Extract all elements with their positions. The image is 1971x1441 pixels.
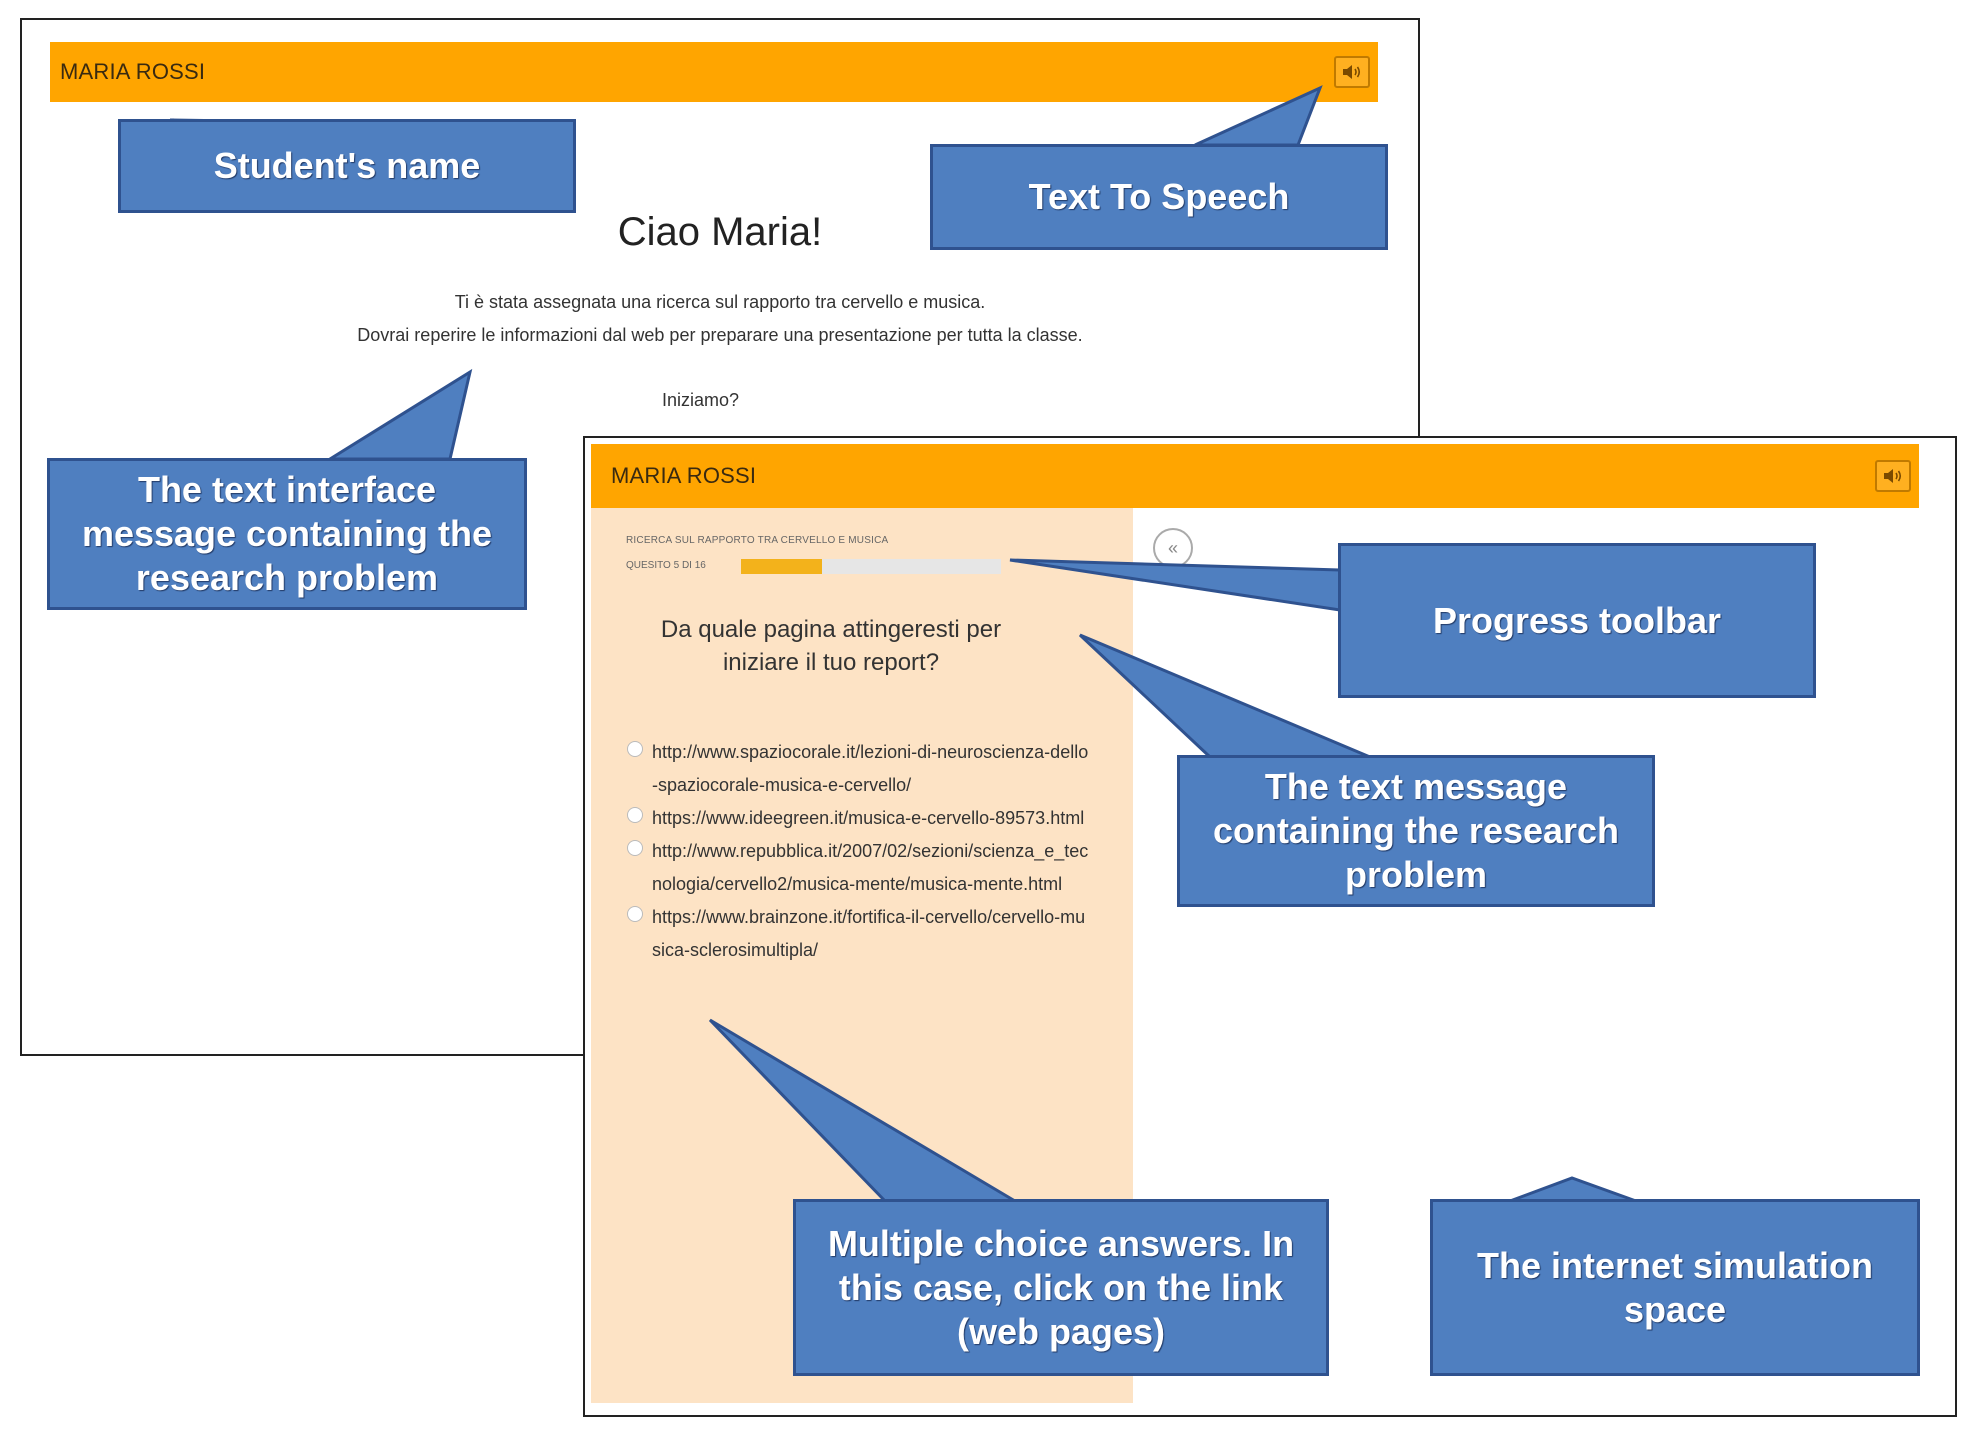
radio-button[interactable]: [627, 906, 643, 922]
callout-internet-simulation: The internet simulation space: [1430, 1199, 1920, 1376]
callout-text-to-speech: Text To Speech: [930, 144, 1388, 250]
text-to-speech-button[interactable]: [1334, 56, 1370, 88]
callout-text-interface-message: The text interface message containing th…: [47, 458, 527, 610]
callout-student-name: Student's name: [118, 119, 576, 213]
speaker-icon: [1343, 65, 1361, 79]
progress-fill: [741, 559, 823, 574]
intro-text-line: Ti è stata assegnata una ricerca sul rap…: [454, 292, 986, 312]
greeting-heading: Ciao Maria!: [617, 210, 823, 254]
answer-option[interactable]: https://www.ideegreen.it/musica-e-cervel…: [627, 802, 1097, 835]
intro-text-line: Dovrai reperire le informazioni dal web …: [357, 325, 1083, 345]
answer-link[interactable]: https://www.brainzone.it/fortifica-il-ce…: [652, 907, 1086, 960]
answer-option[interactable]: http://www.repubblica.it/2007/02/sezioni…: [627, 835, 1097, 901]
student-name: MARIA ROSSI: [611, 463, 757, 488]
answer-option[interactable]: https://www.brainzone.it/fortifica-il-ce…: [627, 901, 1097, 967]
answer-link[interactable]: http://www.repubblica.it/2007/02/sezioni…: [652, 841, 1089, 894]
text-to-speech-button[interactable]: [1875, 460, 1911, 492]
callout-pointer: [324, 368, 473, 461]
research-title: RICERCA SUL RAPPORTO TRA CERVELLO E MUSI…: [626, 535, 889, 546]
callout-multiple-choice: Multiple choice answers. In this case, c…: [793, 1199, 1329, 1376]
question-counter: QUESITO 5 DI 16: [626, 560, 706, 571]
answer-option[interactable]: http://www.spaziocorale.it/lezioni-di-ne…: [627, 736, 1097, 802]
callout-progress-toolbar: Progress toolbar: [1338, 543, 1816, 698]
callout-text-message: The text message containing the research…: [1177, 755, 1655, 907]
callout-pointer: [1194, 85, 1323, 147]
radio-button[interactable]: [627, 807, 643, 823]
answer-link[interactable]: http://www.spaziocorale.it/lezioni-di-ne…: [652, 742, 1089, 795]
callout-pointer: [1078, 633, 1371, 759]
radio-button[interactable]: [627, 840, 643, 856]
speaker-icon: [1884, 469, 1902, 483]
radio-button[interactable]: [627, 741, 643, 757]
student-name: MARIA ROSSI: [60, 59, 206, 84]
callout-pointer: [1009, 558, 1342, 612]
progress-toolbar: [741, 559, 1001, 574]
callout-pointer: [1509, 1176, 1637, 1203]
start-prompt-link[interactable]: Iniziamo?: [662, 390, 740, 410]
answer-link[interactable]: https://www.ideegreen.it/musica-e-cervel…: [652, 808, 1085, 828]
header-bar: MARIA ROSSI: [50, 42, 1378, 102]
header-bar: MARIA ROSSI: [591, 444, 1919, 508]
callout-pointer: [708, 1018, 1021, 1203]
double-chevron-left-icon: «: [1167, 537, 1178, 558]
question-text: Da quale pagina attingeresti per iniziar…: [660, 616, 1002, 676]
answer-list: http://www.spaziocorale.it/lezioni-di-ne…: [627, 736, 1097, 967]
